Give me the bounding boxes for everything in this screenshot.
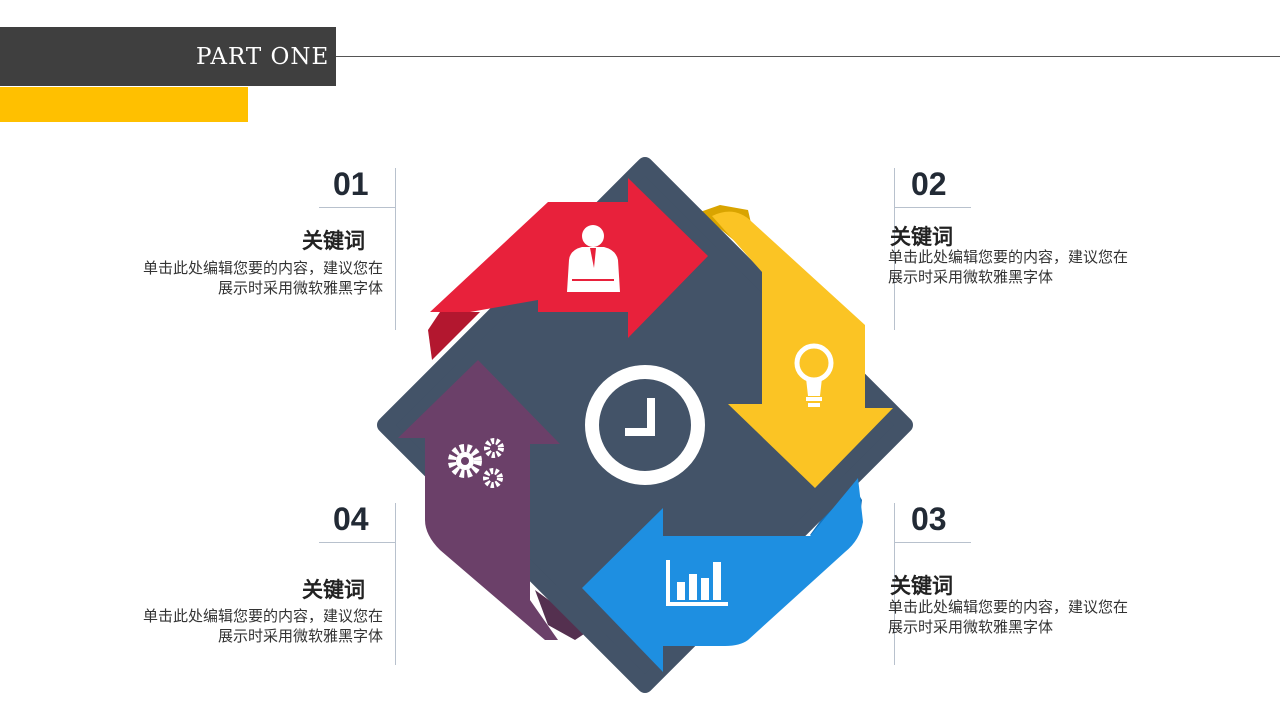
item-02-keyword: 关键词	[890, 225, 953, 249]
item-03-underline	[895, 542, 971, 543]
cycle-diagram	[377, 157, 913, 693]
item-04-description: 单击此处编辑您要的内容，建议您在展示时采用微软雅黑字体	[143, 607, 384, 645]
item-04-keyword: 关键词	[302, 578, 365, 602]
item-02-number: 02	[911, 166, 947, 202]
arrow-blue	[582, 478, 863, 672]
item-02-description: 单击此处编辑您要的内容，建议您在展示时采用微软雅黑字体	[888, 248, 1129, 286]
clock-icon	[585, 365, 705, 485]
item-04-divider	[395, 503, 396, 665]
header-bar	[0, 27, 336, 86]
gears-icon	[448, 438, 504, 488]
item-02-divider	[894, 168, 895, 330]
item-03-description: 单击此处编辑您要的内容，建议您在展示时采用微软雅黑字体	[888, 598, 1129, 636]
item-03-keyword: 关键词	[890, 574, 953, 598]
item-03-number: 03	[911, 501, 947, 537]
item-04-underline	[319, 542, 395, 543]
accent-bar	[0, 87, 248, 122]
item-01-keyword: 关键词	[302, 229, 365, 253]
businessman-icon	[567, 225, 620, 292]
item-02-underline	[895, 207, 971, 208]
page-title: PART ONE	[196, 44, 330, 70]
item-01-description: 单击此处编辑您要的内容，建议您在展示时采用微软雅黑字体	[143, 259, 384, 297]
item-03-divider	[894, 503, 895, 665]
item-04-number: 04	[333, 501, 369, 537]
bar-chart-icon	[666, 560, 728, 606]
arrow-purple	[398, 360, 560, 640]
lightbulb-icon	[794, 343, 834, 407]
item-01-underline	[319, 207, 395, 208]
item-01-number: 01	[333, 166, 369, 202]
header-divider	[336, 56, 1280, 57]
red-fold-shadow	[428, 312, 480, 360]
arrow-red	[430, 178, 708, 338]
item-01-divider	[395, 168, 396, 330]
